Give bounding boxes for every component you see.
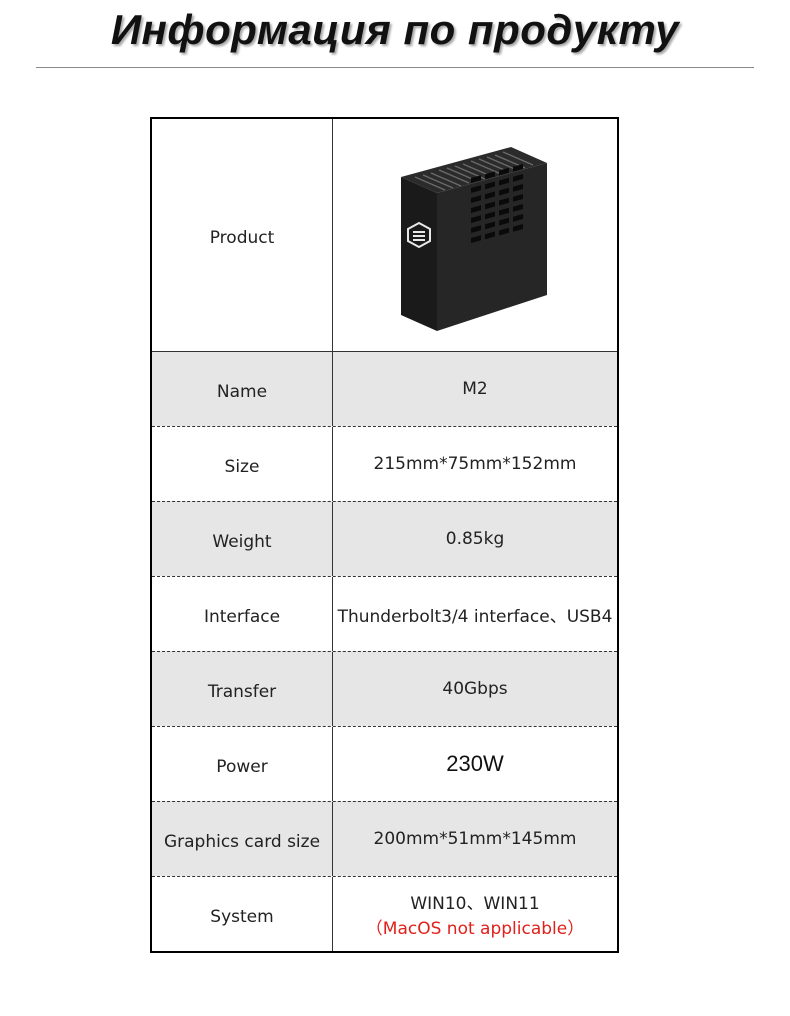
row-value: 200mm*51mm*145mm: [373, 829, 577, 849]
row-label: Weight: [152, 502, 333, 576]
row-label: Power: [152, 727, 333, 801]
row-label: Size: [152, 427, 333, 501]
spec-table: Product: [150, 117, 619, 953]
row-label: Graphics card size: [152, 802, 333, 876]
row-label: System: [152, 877, 333, 951]
row-value: 40Gbps: [442, 679, 508, 699]
row-value: 230W: [446, 751, 504, 776]
table-row: Power 230W: [152, 726, 617, 801]
row-label-product: Product: [152, 119, 333, 351]
row-value: 0.85kg: [445, 529, 505, 549]
table-row: System WIN10、WIN11 （MacOS not applicable…: [152, 876, 617, 951]
row-label: Transfer: [152, 652, 333, 726]
row-label: Name: [152, 352, 333, 426]
table-row: Interface Thunderbolt3/4 interface、USB4: [152, 576, 617, 651]
row-label: Interface: [152, 577, 333, 651]
table-row: Transfer 40Gbps: [152, 651, 617, 726]
row-value-group: WIN10、WIN11 （MacOS not applicable）: [333, 877, 617, 951]
title-divider: [36, 67, 754, 68]
row-value: WIN10、WIN11: [410, 894, 540, 914]
product-image-cell: [333, 119, 617, 351]
row-value: Thunderbolt3/4 interface、USB4: [337, 606, 613, 627]
compatibility-note: （MacOS not applicable）: [365, 919, 585, 939]
table-row: Size 215mm*75mm*152mm: [152, 426, 617, 501]
table-row: Name M2: [152, 351, 617, 426]
egpu-enclosure-image: [385, 135, 565, 335]
table-row: Graphics card size 200mm*51mm*145mm: [152, 801, 617, 876]
table-row: Weight 0.85kg: [152, 501, 617, 576]
table-row-product: Product: [152, 119, 617, 351]
row-value: 215mm*75mm*152mm: [373, 454, 577, 474]
page-title: Информация по продукту: [110, 6, 680, 53]
row-value: M2: [462, 379, 488, 399]
egpu-enclosure-icon: [401, 147, 547, 331]
